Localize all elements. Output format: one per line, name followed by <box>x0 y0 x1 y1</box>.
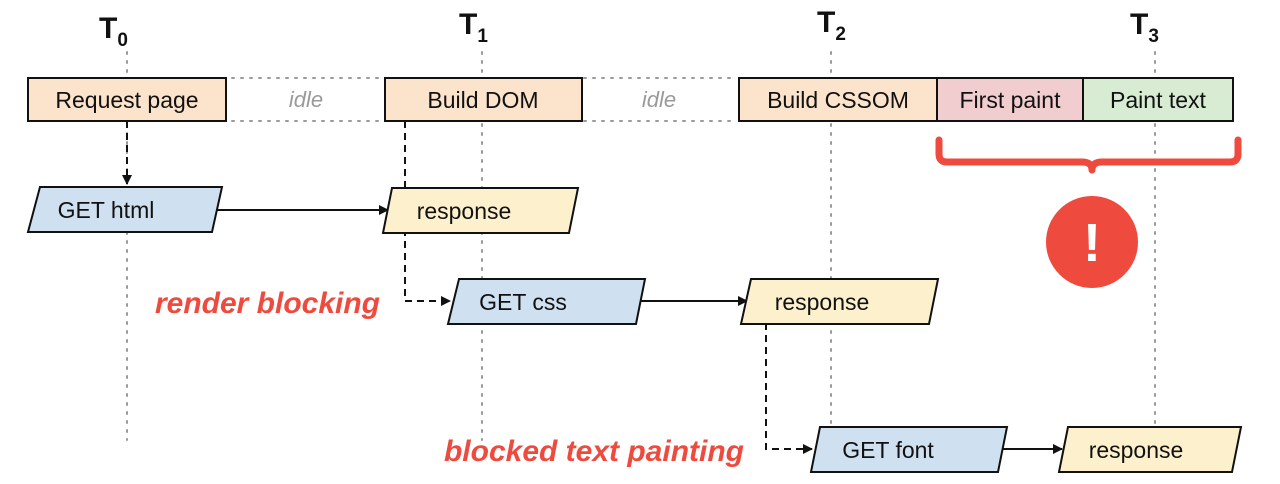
svg-text:Request page: Request page <box>55 87 198 113</box>
first-paint-block: First paint <box>936 77 1084 122</box>
request-page-block: Request page <box>27 77 227 122</box>
svg-text:Build DOM: Build DOM <box>427 87 538 113</box>
time-marker-t3: T3 <box>1130 8 1159 47</box>
idle-label-1: idle <box>289 87 323 112</box>
svg-text:GET font: GET font <box>842 437 934 463</box>
svg-text:First paint: First paint <box>960 87 1062 113</box>
paint-delay-bracket <box>935 136 1242 174</box>
network-arrows <box>217 205 1063 454</box>
svg-text:Build CSSOM: Build CSSOM <box>767 87 909 113</box>
build-dom-block: Build DOM <box>384 77 583 122</box>
render-blocking-label: render blocking <box>155 287 380 320</box>
svg-text:GET css: GET css <box>479 289 567 315</box>
dependency-connectors <box>122 121 813 454</box>
connector-dom-to-get-css <box>404 121 451 306</box>
time-markers: T0 T1 T2 T3 <box>99 6 1159 51</box>
paint-text-block: Paint text <box>1082 77 1234 122</box>
svg-text:response: response <box>775 289 870 315</box>
blocked-text-painting-label: blocked text painting <box>444 435 744 468</box>
network-row: GET html response GET css response GET f… <box>26 186 1243 473</box>
svg-text:response: response <box>1089 437 1184 463</box>
exclamation-circle-icon: ! <box>1046 196 1138 288</box>
get-font-request: GET font <box>809 426 1009 473</box>
get-html-request: GET html <box>26 186 224 233</box>
svg-text:Paint text: Paint text <box>1110 87 1206 113</box>
idle-borders <box>231 77 738 122</box>
get-css-request: GET css <box>446 278 647 325</box>
time-marker-t2: T2 <box>817 6 846 45</box>
svg-text:!: ! <box>1083 213 1101 273</box>
idle-label-2: idle <box>642 87 676 112</box>
svg-text:response: response <box>417 198 512 224</box>
html-response: response <box>381 187 580 234</box>
connector-css-response-to-get-font <box>765 323 813 454</box>
css-response: response <box>739 278 940 325</box>
main-thread-row: Request page idle Build DOM idle Build C… <box>27 77 1234 122</box>
time-marker-t1: T1 <box>459 8 488 47</box>
font-response: response <box>1057 426 1243 473</box>
time-marker-t0: T0 <box>99 12 128 51</box>
build-cssom-block: Build CSSOM <box>738 77 938 122</box>
svg-text:GET html: GET html <box>58 197 155 223</box>
